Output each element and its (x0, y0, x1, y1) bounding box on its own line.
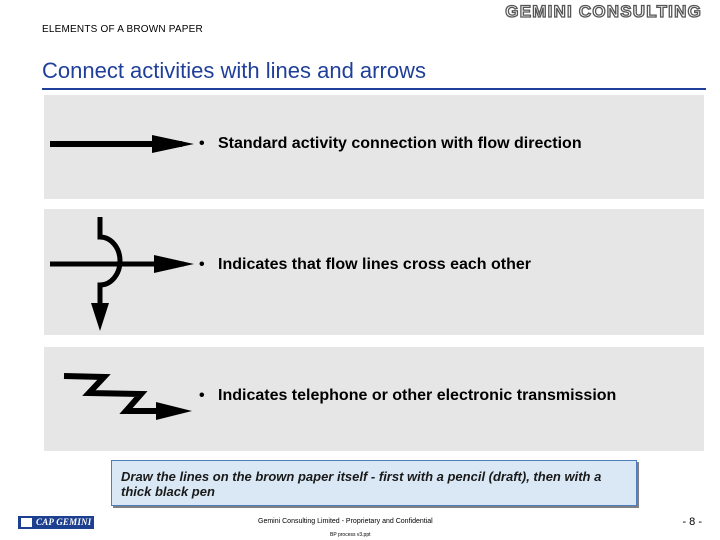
footer-filename: BP process v3.ppt (330, 532, 371, 538)
instruction-note: Draw the lines on the brown paper itself… (111, 460, 637, 506)
gemini-consulting-logo: GEMINI CONSULTING (505, 1, 702, 21)
panel-electronic-transmission: • Indicates telephone or other electroni… (44, 347, 704, 451)
title-rule (42, 88, 706, 90)
page-title: Connect activities with lines and arrows (42, 58, 426, 83)
zigzag-arrow-icon (63, 373, 192, 420)
footer-confidential: Gemini Consulting Limited - Proprietary … (258, 518, 433, 525)
cap-gemini-mark-icon (21, 518, 32, 527)
panel-1-text: • Standard activity connection with flow… (199, 135, 669, 153)
instruction-note-text: Draw the lines on the brown paper itself… (121, 469, 602, 499)
panel-3-label: Indicates telephone or other electronic … (218, 387, 617, 404)
page-number: - 8 - (682, 516, 702, 528)
crossing-lines-icon (50, 217, 194, 331)
bullet: • (199, 387, 205, 404)
cap-gemini-logo: CAP GEMINI (18, 516, 94, 529)
cap-gemini-logo-text: CAP GEMINI (36, 517, 92, 527)
panel-1-label: Standard activity connection with flow d… (218, 135, 582, 152)
panel-standard-connection: • Standard activity connection with flow… (44, 95, 704, 199)
bullet: • (199, 135, 205, 152)
arrow-icon (50, 135, 194, 153)
panel-2-label: Indicates that flow lines cross each oth… (218, 256, 531, 273)
panel-3-text: • Indicates telephone or other electroni… (199, 387, 669, 405)
panel-crossing-lines: • Indicates that flow lines cross each o… (44, 209, 704, 335)
section-label: ELEMENTS OF A BROWN PAPER (42, 24, 203, 35)
bullet: • (199, 256, 205, 273)
panel-2-text: • Indicates that flow lines cross each o… (199, 256, 669, 274)
